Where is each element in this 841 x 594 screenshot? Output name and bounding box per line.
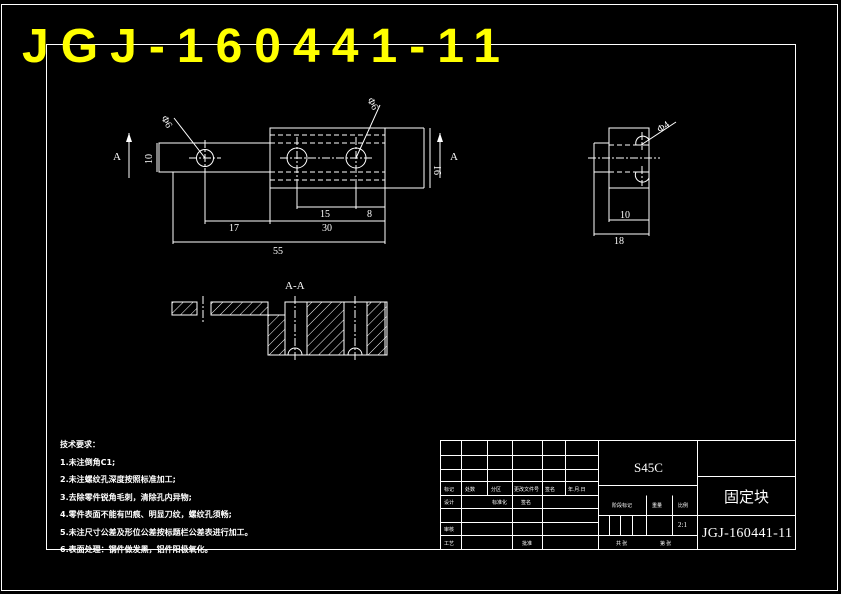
tech-note-2: 2.未注螺纹孔深度按照标准加工;: [60, 475, 176, 484]
title-row-labels: 标记 处数 分区 更改文件号 签名 年.月.日 设计 标准化 签名 审核 工艺 …: [444, 486, 688, 547]
row-label-date: 年.月.日: [568, 486, 586, 493]
tech-note-1: 1.未注倒角C1;: [60, 457, 116, 467]
dim-15: 15: [320, 209, 330, 220]
section-view: [171, 296, 388, 360]
section-mark-right: A: [450, 151, 458, 163]
sheets-total-label: 共 张: [616, 540, 627, 547]
dim-height-left: 10: [144, 154, 155, 164]
dim-30: 30: [322, 223, 332, 234]
outer-border: [1, 4, 838, 591]
scale-value: 2:1: [678, 521, 687, 529]
side-dim-10: 10: [620, 210, 630, 221]
top-hole-left-label: Φ6: [158, 114, 174, 130]
row-label-count: 处数: [465, 486, 475, 493]
dim-17: 17: [229, 223, 239, 234]
tech-note-4: 4.零件表面不能有凹痕、明显刀纹，螺纹孔须畅;: [60, 510, 232, 519]
weight-label: 重量: [652, 502, 662, 509]
section-mark-left: A: [113, 151, 121, 163]
tech-note-3: 3.去除零件锐角毛刺，清除孔内异物;: [60, 492, 192, 502]
row-label-zone: 分区: [491, 486, 501, 493]
side-view: [588, 121, 677, 236]
tech-notes-title: 技术要求：: [60, 440, 100, 449]
tech-note-5: 5.未注尺寸公差及形位公差按标题栏公差表进行加工。: [60, 527, 253, 537]
signature-label: 签名: [521, 499, 531, 506]
top-view: [128, 104, 441, 244]
dim-height-right: 16: [431, 165, 442, 175]
row-label-signature: 签名: [545, 486, 555, 493]
side-dim-18: 18: [614, 236, 624, 247]
section-arrows: [126, 133, 443, 142]
header-drawing-number: JGJ-160441-11: [22, 20, 502, 73]
stage-mark-label: 阶段标记: [612, 502, 632, 509]
approve-label: 批准: [522, 540, 532, 547]
side-hole-label: Φ4: [655, 119, 671, 135]
row-label-change-doc: 更改文件号: [514, 486, 539, 493]
tech-notes: 技术要求： 1.未注倒角C1; 2.未注螺纹孔深度按照标准加工; 3.去除零件锐…: [60, 436, 390, 559]
section-title: A-A: [285, 280, 305, 292]
dim-8: 8: [367, 209, 372, 220]
process-label: 工艺: [444, 541, 454, 547]
standardize-label: 标准化: [492, 499, 507, 506]
row-label-mark: 标记: [444, 486, 454, 493]
material-label: S45C: [634, 460, 663, 475]
title-drawing-number: JGJ-160441-11: [702, 526, 792, 541]
dim-55: 55: [273, 246, 283, 257]
design-label: 设计: [444, 499, 454, 506]
check-label: 审核: [444, 526, 454, 533]
sheet-no-label: 第 张: [660, 540, 671, 547]
ratio-label: 比例: [678, 502, 688, 509]
title-block: [440, 440, 796, 550]
top-hole-right-label: Φ6: [364, 96, 380, 112]
inner-border: [46, 44, 796, 550]
part-name: 固定块: [724, 489, 769, 506]
tech-note-6: 6.表面处理：钢件做发黑，铝件阳极氧化。: [60, 545, 213, 554]
